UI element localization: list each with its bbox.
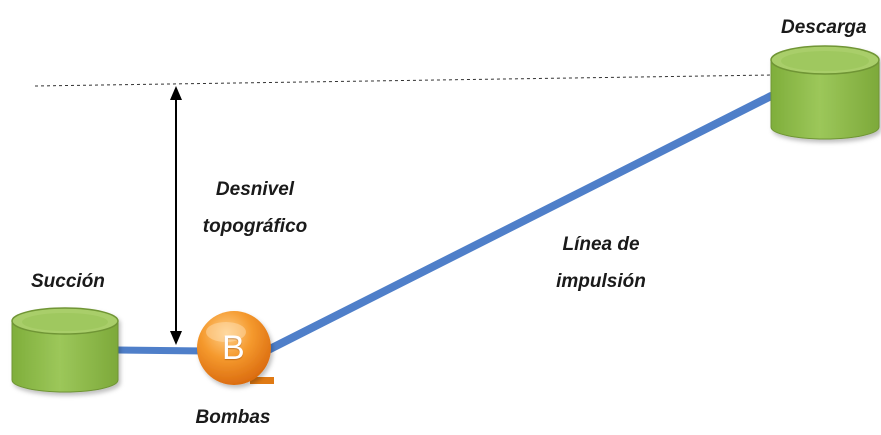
elevation-label-line1: Desnivel <box>215 179 295 200</box>
pipeline-label-line1: Línea de <box>562 234 640 255</box>
pump-base <box>250 377 274 384</box>
pump-body <box>197 311 271 385</box>
discharge-label: Descarga <box>781 17 867 38</box>
elevation-arrow <box>170 86 182 345</box>
pump <box>197 311 274 385</box>
suction-pipe <box>114 346 209 355</box>
discharge-tank <box>770 45 880 140</box>
pipeline-label-line2: impulsión <box>556 271 646 292</box>
discharge-pipeline <box>264 92 775 354</box>
reference-level-line <box>34 74 773 87</box>
pumps-label: Bombas <box>195 407 271 428</box>
suction-label: Succión <box>31 271 105 292</box>
elevation-label-line2: topográfico <box>202 216 308 237</box>
suction-tank <box>11 307 119 393</box>
pump-letter: B <box>222 329 245 367</box>
